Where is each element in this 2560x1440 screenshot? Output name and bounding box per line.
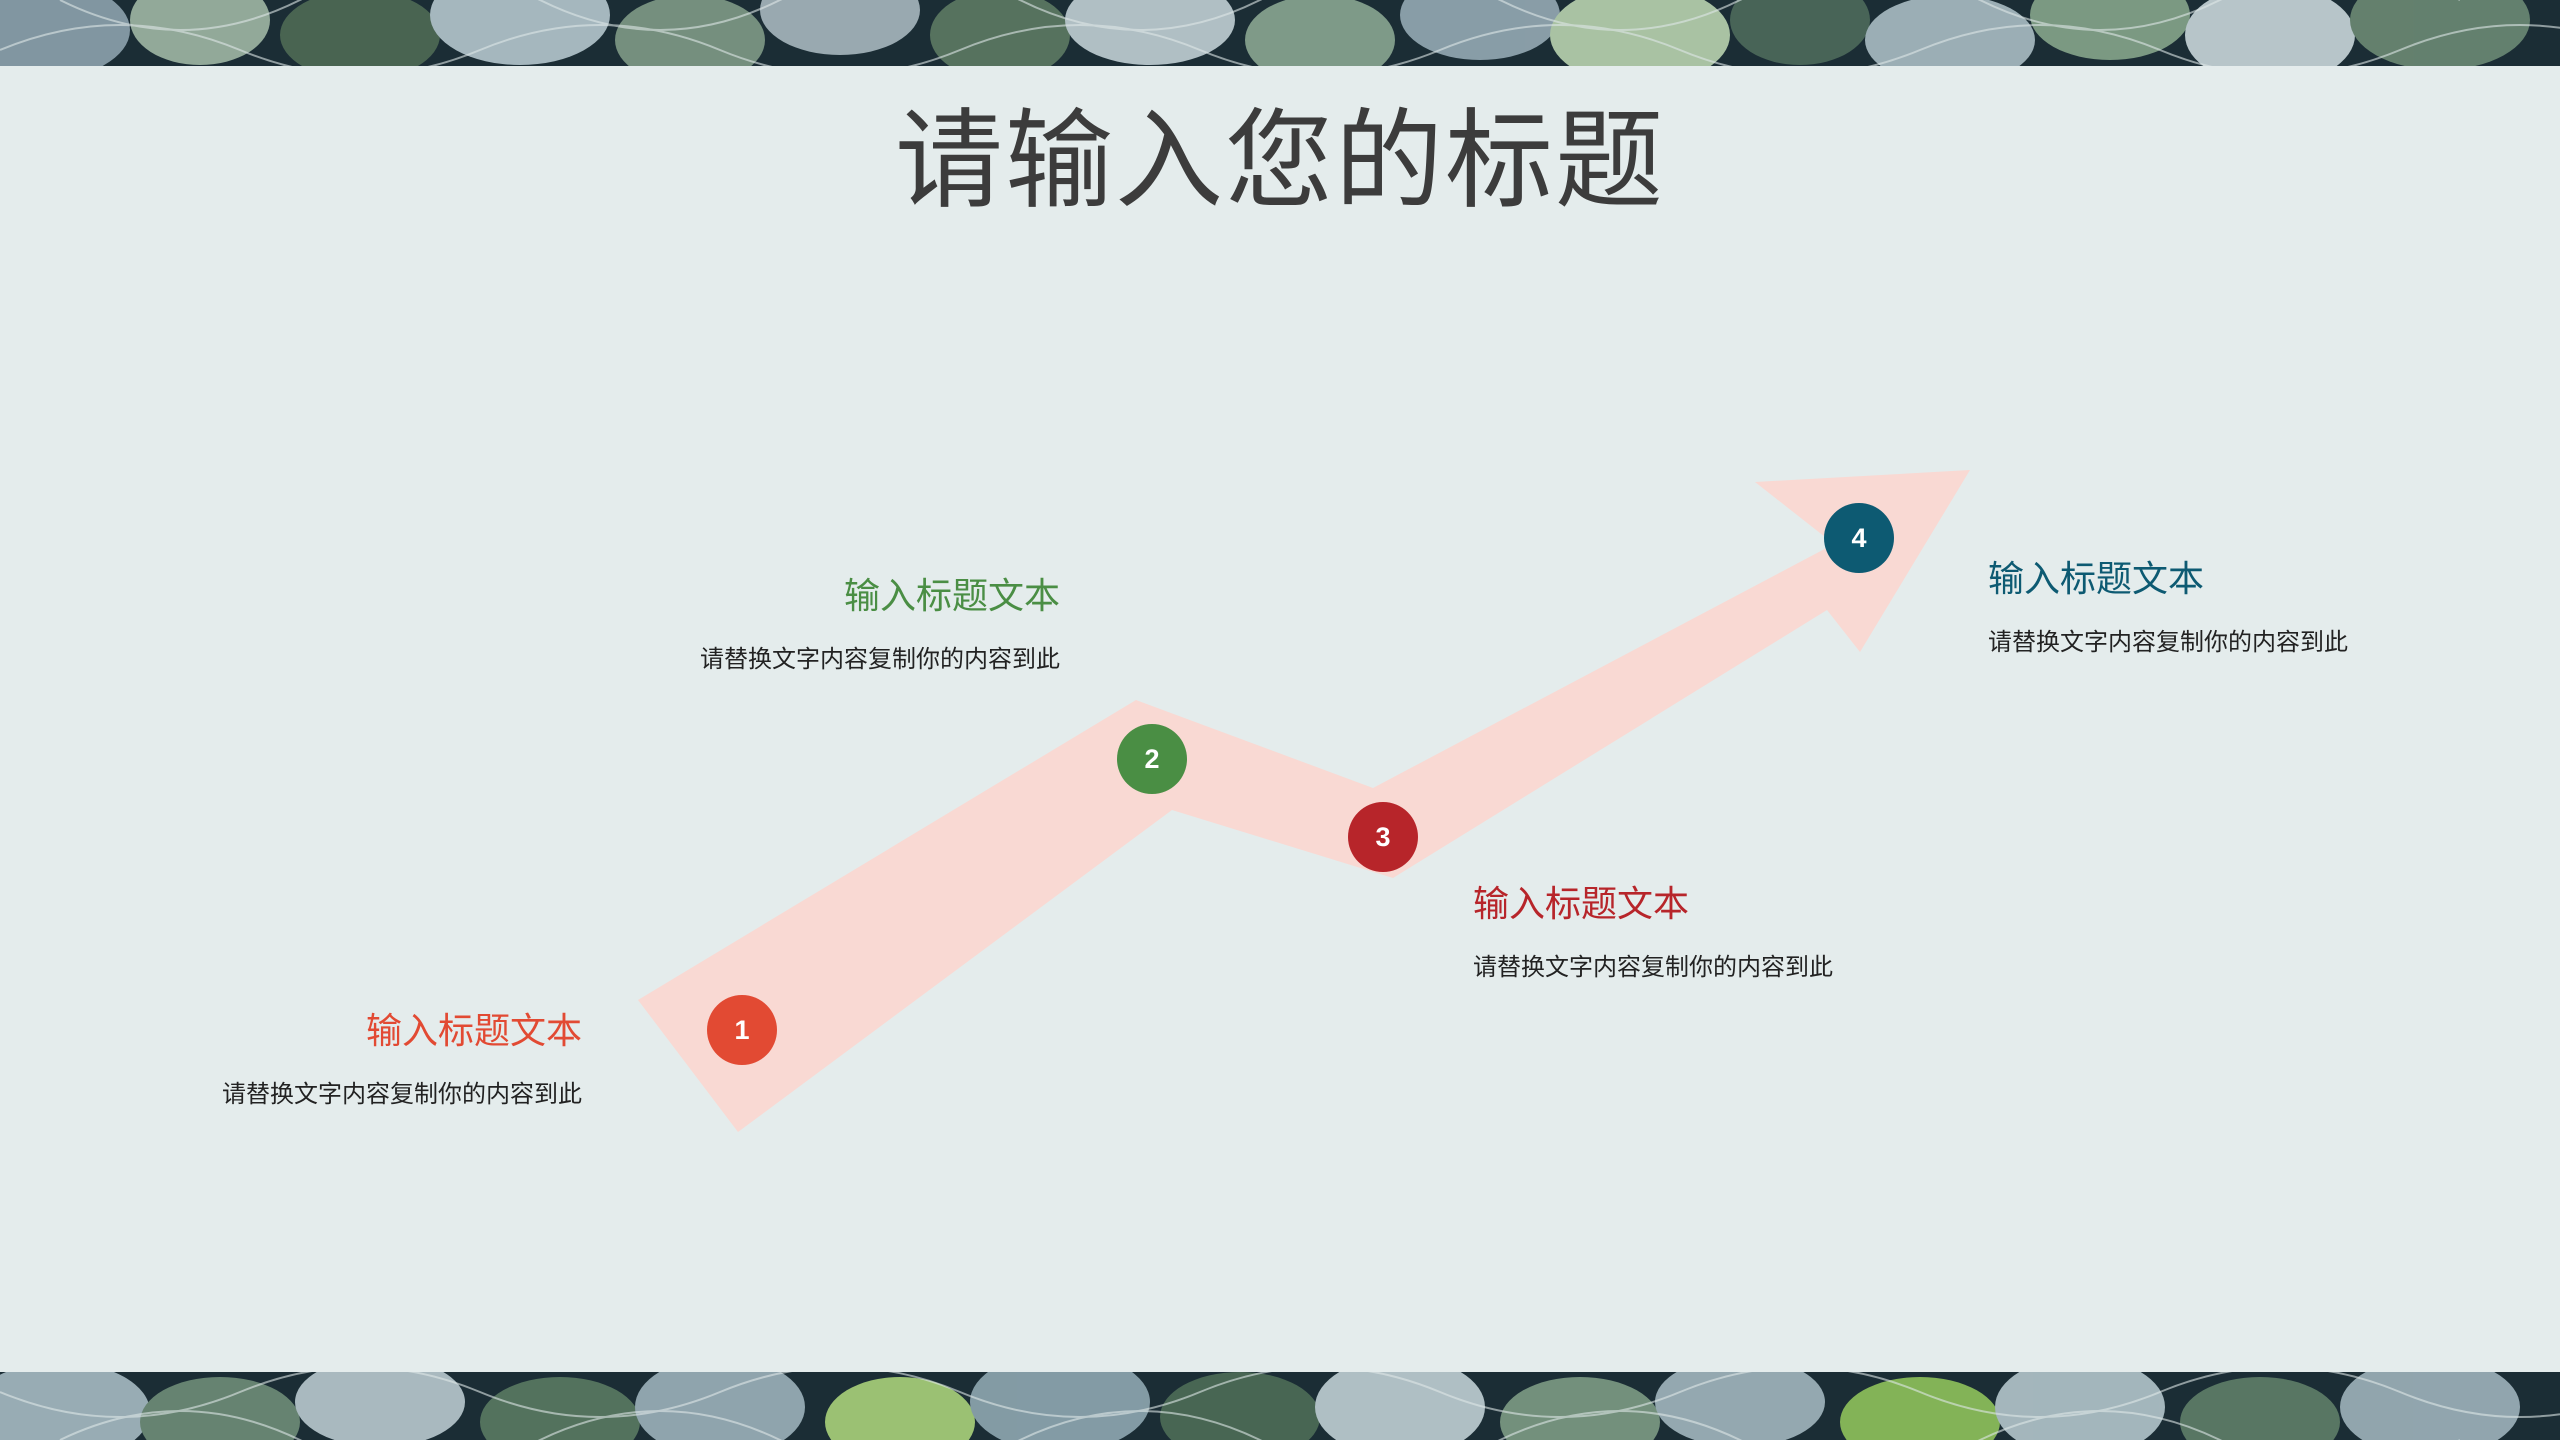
step-1-heading: 输入标题文本 xyxy=(365,1011,582,1052)
step-2-heading: 输入标题文本 xyxy=(843,576,1060,617)
step-3-heading: 输入标题文本 xyxy=(1473,884,1690,925)
step-4-body: 请替换文字内容复制你的内容到此 xyxy=(1988,628,2348,656)
step-1-body: 请替换文字内容复制你的内容到此 xyxy=(222,1080,582,1108)
step-3-body: 请替换文字内容复制你的内容到此 xyxy=(1473,953,1833,981)
step-2-number-badge: 2 xyxy=(1117,724,1187,794)
page-title: 请输入您的标题 xyxy=(894,99,1665,224)
step-4-heading: 输入标题文本 xyxy=(1988,559,2205,600)
step-2-body: 请替换文字内容复制你的内容到此 xyxy=(700,645,1060,673)
step-3-number-badge: 3 xyxy=(1348,802,1418,872)
step-1-number-badge: 1 xyxy=(707,995,777,1065)
floral-pattern-bottom-band xyxy=(0,1372,2560,1440)
floral-pattern-top-band xyxy=(0,0,2560,66)
step-4-number-badge: 4 xyxy=(1824,503,1894,573)
